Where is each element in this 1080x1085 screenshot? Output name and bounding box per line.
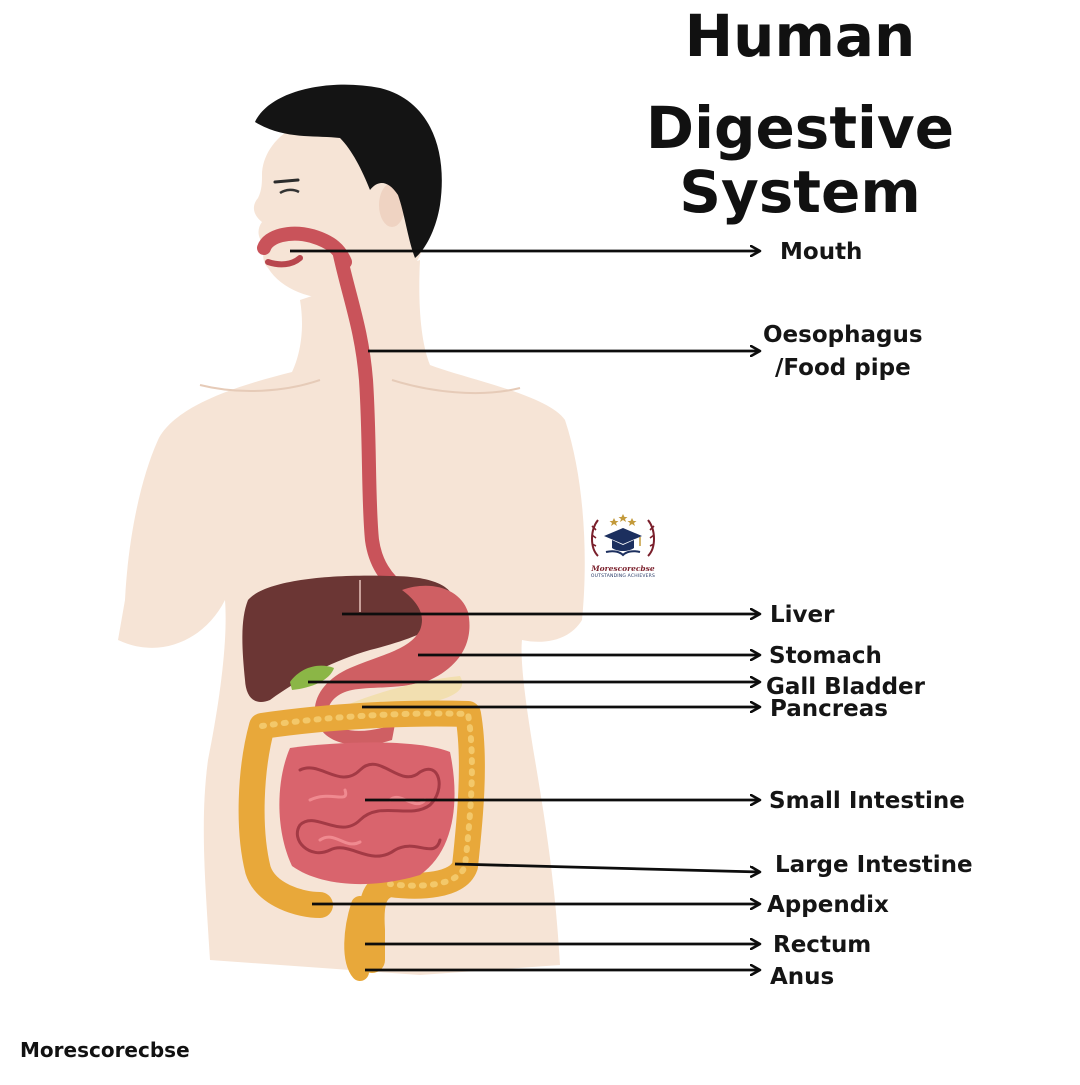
label-large-intestine: Large Intestine	[775, 852, 973, 878]
label-oesophagus-line2: /Food pipe	[775, 355, 911, 381]
logo-wordmark: Morescorecbse	[591, 564, 655, 573]
pointer-lines	[290, 251, 760, 970]
label-anus: Anus	[770, 964, 835, 990]
label-oesophagus: Oesophagus /Food pipe	[763, 319, 923, 385]
diagram-title-line2: Digestive System	[645, 94, 955, 226]
diagram-title-line1: Human	[684, 2, 916, 70]
footer-credit: Morescorecbse	[20, 1038, 190, 1062]
label-gall-bladder: Gall Bladder	[766, 674, 925, 700]
label-stomach: Stomach	[769, 643, 882, 669]
liver-organ	[242, 575, 455, 702]
small-intestine-organ	[279, 742, 455, 885]
oesophagus-organ	[257, 226, 409, 597]
stomach-organ	[314, 585, 470, 746]
label-mouth: Mouth	[780, 239, 863, 265]
morescorecbse-logo: Morescorecbse OUTSTANDING ACHIEVERS	[586, 508, 660, 586]
label-pancreas: Pancreas	[770, 696, 888, 722]
appendix-organ	[300, 893, 323, 917]
gall-bladder-organ	[290, 665, 334, 690]
pointer-large-intestine	[454, 862, 760, 872]
label-oesophagus-line1: Oesophagus	[763, 322, 923, 348]
label-small-intestine: Small Intestine	[769, 788, 965, 814]
graduation-cap-icon	[591, 514, 655, 557]
label-rectum: Rectum	[773, 932, 872, 958]
rectum-organ	[344, 896, 369, 981]
label-appendix: Appendix	[767, 892, 889, 918]
logo-tagline: OUTSTANDING ACHIEVERS	[590, 574, 656, 579]
label-liver: Liver	[770, 602, 835, 628]
